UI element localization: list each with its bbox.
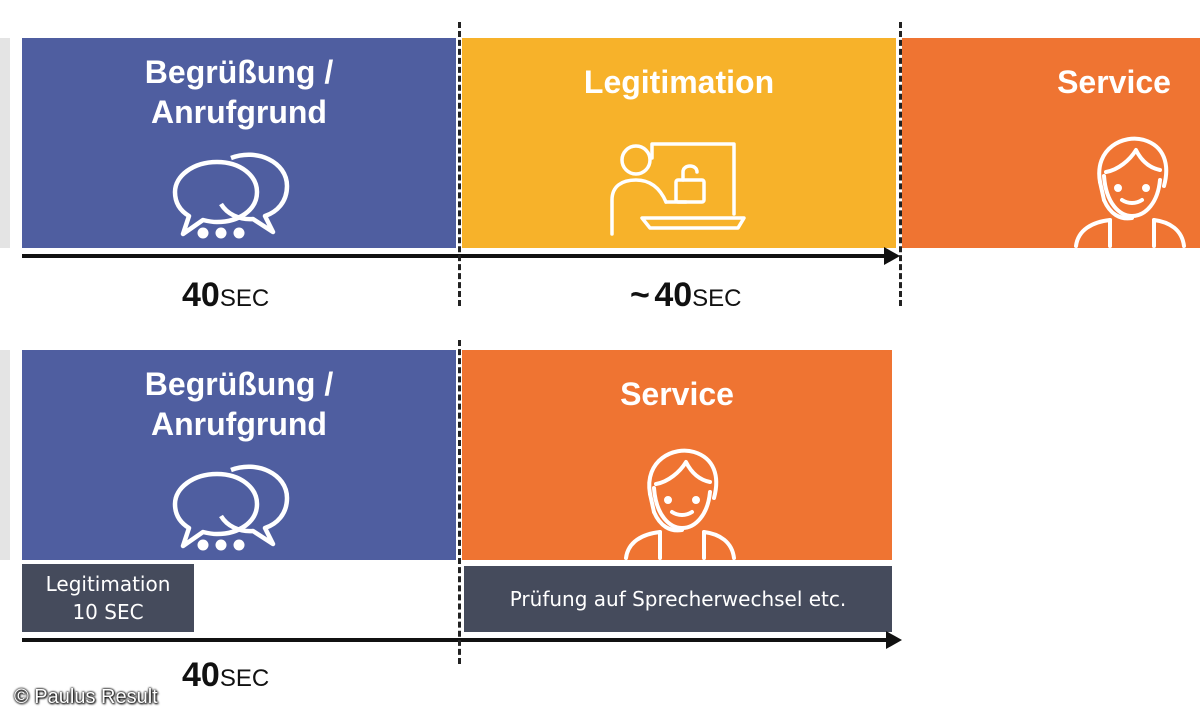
row1-duration-greeting-value: 40 — [182, 276, 220, 314]
row1-legitimation-block: Legitimation — [462, 38, 896, 248]
row1-greeting-title: Begrüßung / Anrufgrund — [144, 54, 334, 130]
row2-timeline-arrowhead — [886, 631, 902, 649]
row1-timeline-axis — [22, 254, 888, 258]
row1-separator-1 — [458, 22, 461, 306]
row2-legitimation-duration: 10 SEC — [72, 600, 144, 624]
row1-service-block: Service — [902, 38, 1200, 248]
row2-legitimation-label: Legitimation — [45, 572, 171, 596]
row2-greeting-title: Begrüßung / Anrufgrund — [144, 366, 334, 442]
agent-headset-icon — [624, 448, 736, 560]
row1-duration-approx: ~ — [630, 276, 650, 314]
row2-left-edge — [0, 350, 10, 560]
row2-separator — [458, 340, 461, 664]
ellipsis-icon — [197, 539, 245, 551]
row1-greeting-block: Begrüßung / Anrufgrund — [22, 38, 456, 248]
row2-greeting-block: Begrüßung / Anrufgrund — [22, 350, 456, 560]
row1-service-title: Service — [1057, 64, 1171, 100]
row1-legitimation-title: Legitimation — [583, 64, 775, 100]
row2-speaker-check-label: Prüfung auf Sprecherwechsel etc. — [509, 587, 847, 611]
row2-speaker-check-box: Prüfung auf Sprecherwechsel etc. — [464, 566, 892, 632]
row1-duration-greeting-unit: SEC — [219, 285, 270, 312]
ellipsis-icon — [197, 227, 245, 239]
agent-headset-icon — [1074, 136, 1186, 248]
row1-duration-legitimation: ~ 40SEC — [630, 276, 742, 315]
row2-legitimation-box: Legitimation 10 SEC — [22, 564, 194, 632]
row1-timeline-arrowhead — [884, 247, 900, 265]
row2-service-block: Service — [462, 350, 892, 560]
row1-duration-greeting: 40SEC — [182, 276, 269, 315]
row1-duration-legitimation-value: 40 — [654, 276, 693, 314]
row2-duration: 40SEC — [182, 656, 269, 695]
row2-timeline-axis — [22, 638, 890, 642]
row2-service-title: Service — [620, 376, 734, 412]
copyright-notice: © Paulus Result — [14, 686, 158, 708]
row1-duration-legitimation-unit: SEC — [692, 285, 742, 312]
row1-separator-2 — [899, 22, 902, 306]
row2-duration-value: 40 — [182, 656, 220, 694]
row1-left-edge — [0, 38, 10, 248]
speech-bubbles-icon — [172, 464, 290, 549]
person-laptop-lock-icon — [610, 142, 746, 236]
speech-bubbles-icon — [172, 152, 290, 237]
row2-duration-unit: SEC — [219, 665, 270, 692]
